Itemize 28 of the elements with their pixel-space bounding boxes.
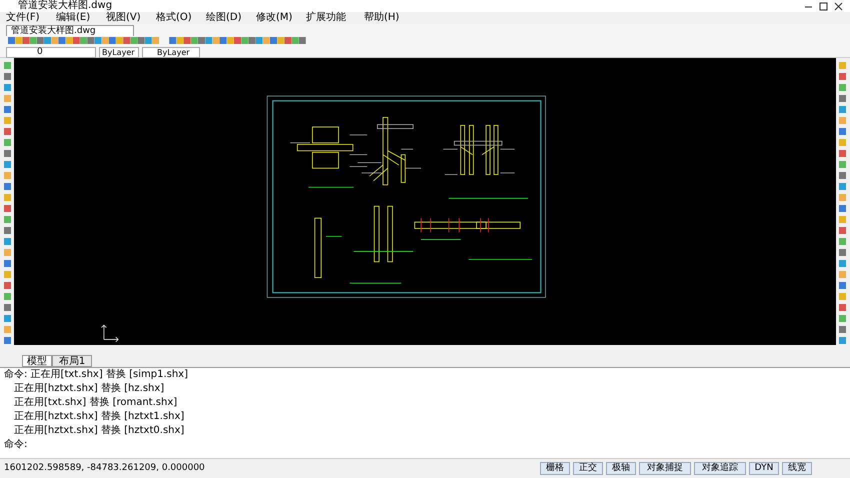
status-toggle: 对象追踪 — [694, 462, 746, 475]
command-line: 命令: 正在用[txt.shx] 替换 [simp1.shx] — [4, 369, 188, 382]
model-tab: 模型 — [22, 355, 52, 367]
menu-item: 编辑(E) — [56, 12, 90, 24]
layout-tab: 布局1 — [52, 355, 92, 367]
command-line: 正在用[hztxt.shx] 替换 [hz.shx] — [14, 383, 164, 396]
status-toggle: 线宽 — [782, 462, 812, 475]
menu-item: 文件(F) — [6, 12, 40, 24]
menu-item: 帮助(H) — [364, 12, 400, 24]
command-line: 正在用[hztxt.shx] 替换 [hztxt1.shx] — [14, 411, 184, 424]
status-toggle: 正交 — [573, 462, 603, 475]
file-tab: 管道安装大样图.dwg — [6, 25, 134, 36]
menu-item: 格式(O) — [156, 12, 192, 24]
command-line: 命令: — [4, 439, 28, 452]
coordinate-readout: 1601202.598589, -84783.261209, 0.000000 — [4, 462, 205, 474]
command-line: 正在用[txt.shx] 替换 [romant.shx] — [14, 397, 178, 410]
status-toggle: DYN — [749, 462, 779, 475]
menu-item: 绘图(D) — [206, 12, 242, 24]
status-toggle: 栅格 — [540, 462, 570, 475]
status-toggle: 对象捕捉 — [639, 462, 691, 475]
command-line: 正在用[hztxt.shx] 替换 [hztxt0.shx] — [14, 425, 184, 438]
layer-dropdown: 0 — [6, 47, 96, 58]
menu-item: 视图(V) — [106, 12, 141, 24]
status-toggle: 极轴 — [606, 462, 636, 475]
color-dropdown: ByLayer — [99, 47, 139, 58]
linetype-dropdown: ByLayer — [142, 47, 200, 58]
menu-item: 修改(M) — [256, 12, 292, 24]
menu-item: 扩展功能 — [306, 12, 346, 24]
